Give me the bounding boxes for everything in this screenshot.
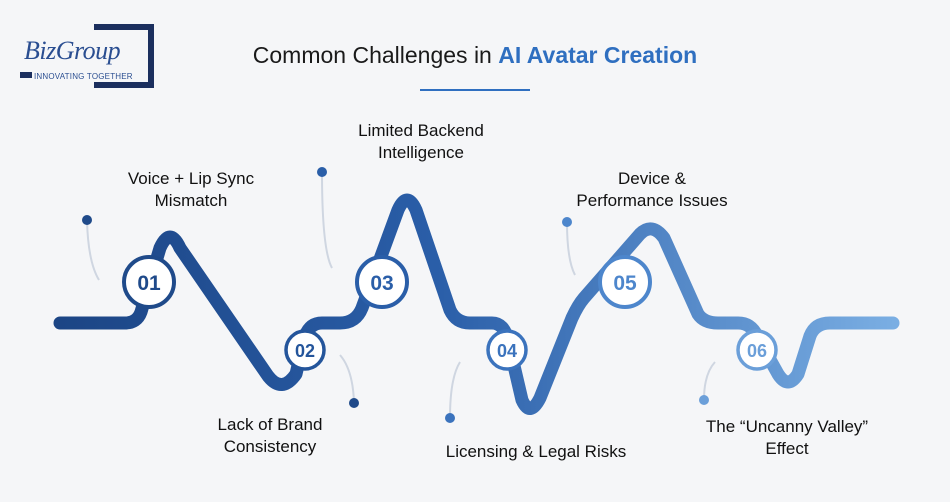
wave-line (53, 193, 900, 415)
connector-line (566, 221, 576, 276)
connector-dot (317, 167, 327, 177)
step-badge-03: 03 (355, 255, 409, 309)
label-line: Limited Backend (358, 121, 484, 140)
step-number: 02 (295, 341, 315, 361)
step-number: 05 (613, 272, 637, 295)
step-number: 04 (497, 341, 517, 361)
connector-04 (445, 361, 461, 423)
label-line: Performance Issues (576, 191, 728, 210)
connector-dot (349, 398, 359, 408)
connector-dot (562, 217, 572, 227)
connector-03 (317, 167, 333, 269)
connector-line (86, 219, 100, 281)
step-badge-04: 04 (486, 329, 528, 371)
logo-frame (94, 24, 154, 88)
logo-tagline: INNOVATING TOGETHER (32, 72, 135, 81)
title-prefix: Common Challenges in (252, 42, 499, 68)
connector-dot (82, 215, 92, 225)
connector-02 (339, 354, 359, 408)
title-underline (420, 89, 530, 91)
label-line: Device & (617, 169, 687, 188)
connector-line (321, 171, 333, 269)
step-number: 01 (137, 272, 161, 295)
label-line: Effect (765, 439, 809, 458)
step-label-05: Device & Performance Issues (552, 168, 752, 212)
connector-line (339, 354, 355, 404)
label-line: The “Uncanny Valley” (705, 417, 869, 436)
step-label-01: Voice + Lip Sync Mismatch (96, 168, 286, 212)
step-label-02: Lack of Brand Consistency (180, 414, 360, 458)
step-badge-05: 05 (598, 255, 652, 309)
label-line: Mismatch (154, 191, 228, 210)
page-title: Common Challenges in AI Avatar Creation (0, 42, 950, 69)
label-line: Voice + Lip Sync (127, 169, 255, 188)
logo-name: BizGroup (24, 36, 121, 65)
connector-dot (699, 395, 709, 405)
step-badge-06: 06 (736, 329, 778, 371)
step-number: 06 (747, 341, 767, 361)
connector-dot (445, 413, 455, 423)
label-line: Lack of Brand (217, 415, 323, 434)
label-line: Intelligence (377, 143, 464, 162)
step-number: 03 (370, 272, 393, 295)
label-line: Consistency (223, 437, 317, 456)
step-badge-02: 02 (284, 329, 326, 371)
connector-line (449, 361, 461, 419)
step-label-03: Limited Backend Intelligence (326, 120, 516, 164)
step-label-06: The “Uncanny Valley” Effect (682, 416, 892, 460)
title-highlight: AI Avatar Creation (498, 42, 698, 68)
connector-05 (562, 217, 576, 276)
label-line: Licensing & Legal Risks (445, 442, 627, 461)
step-badge-01: 01 (122, 255, 176, 309)
step-label-04: Licensing & Legal Risks (426, 441, 646, 463)
connector-line (703, 361, 716, 401)
connector-01 (82, 215, 100, 281)
connector-06 (699, 361, 716, 405)
